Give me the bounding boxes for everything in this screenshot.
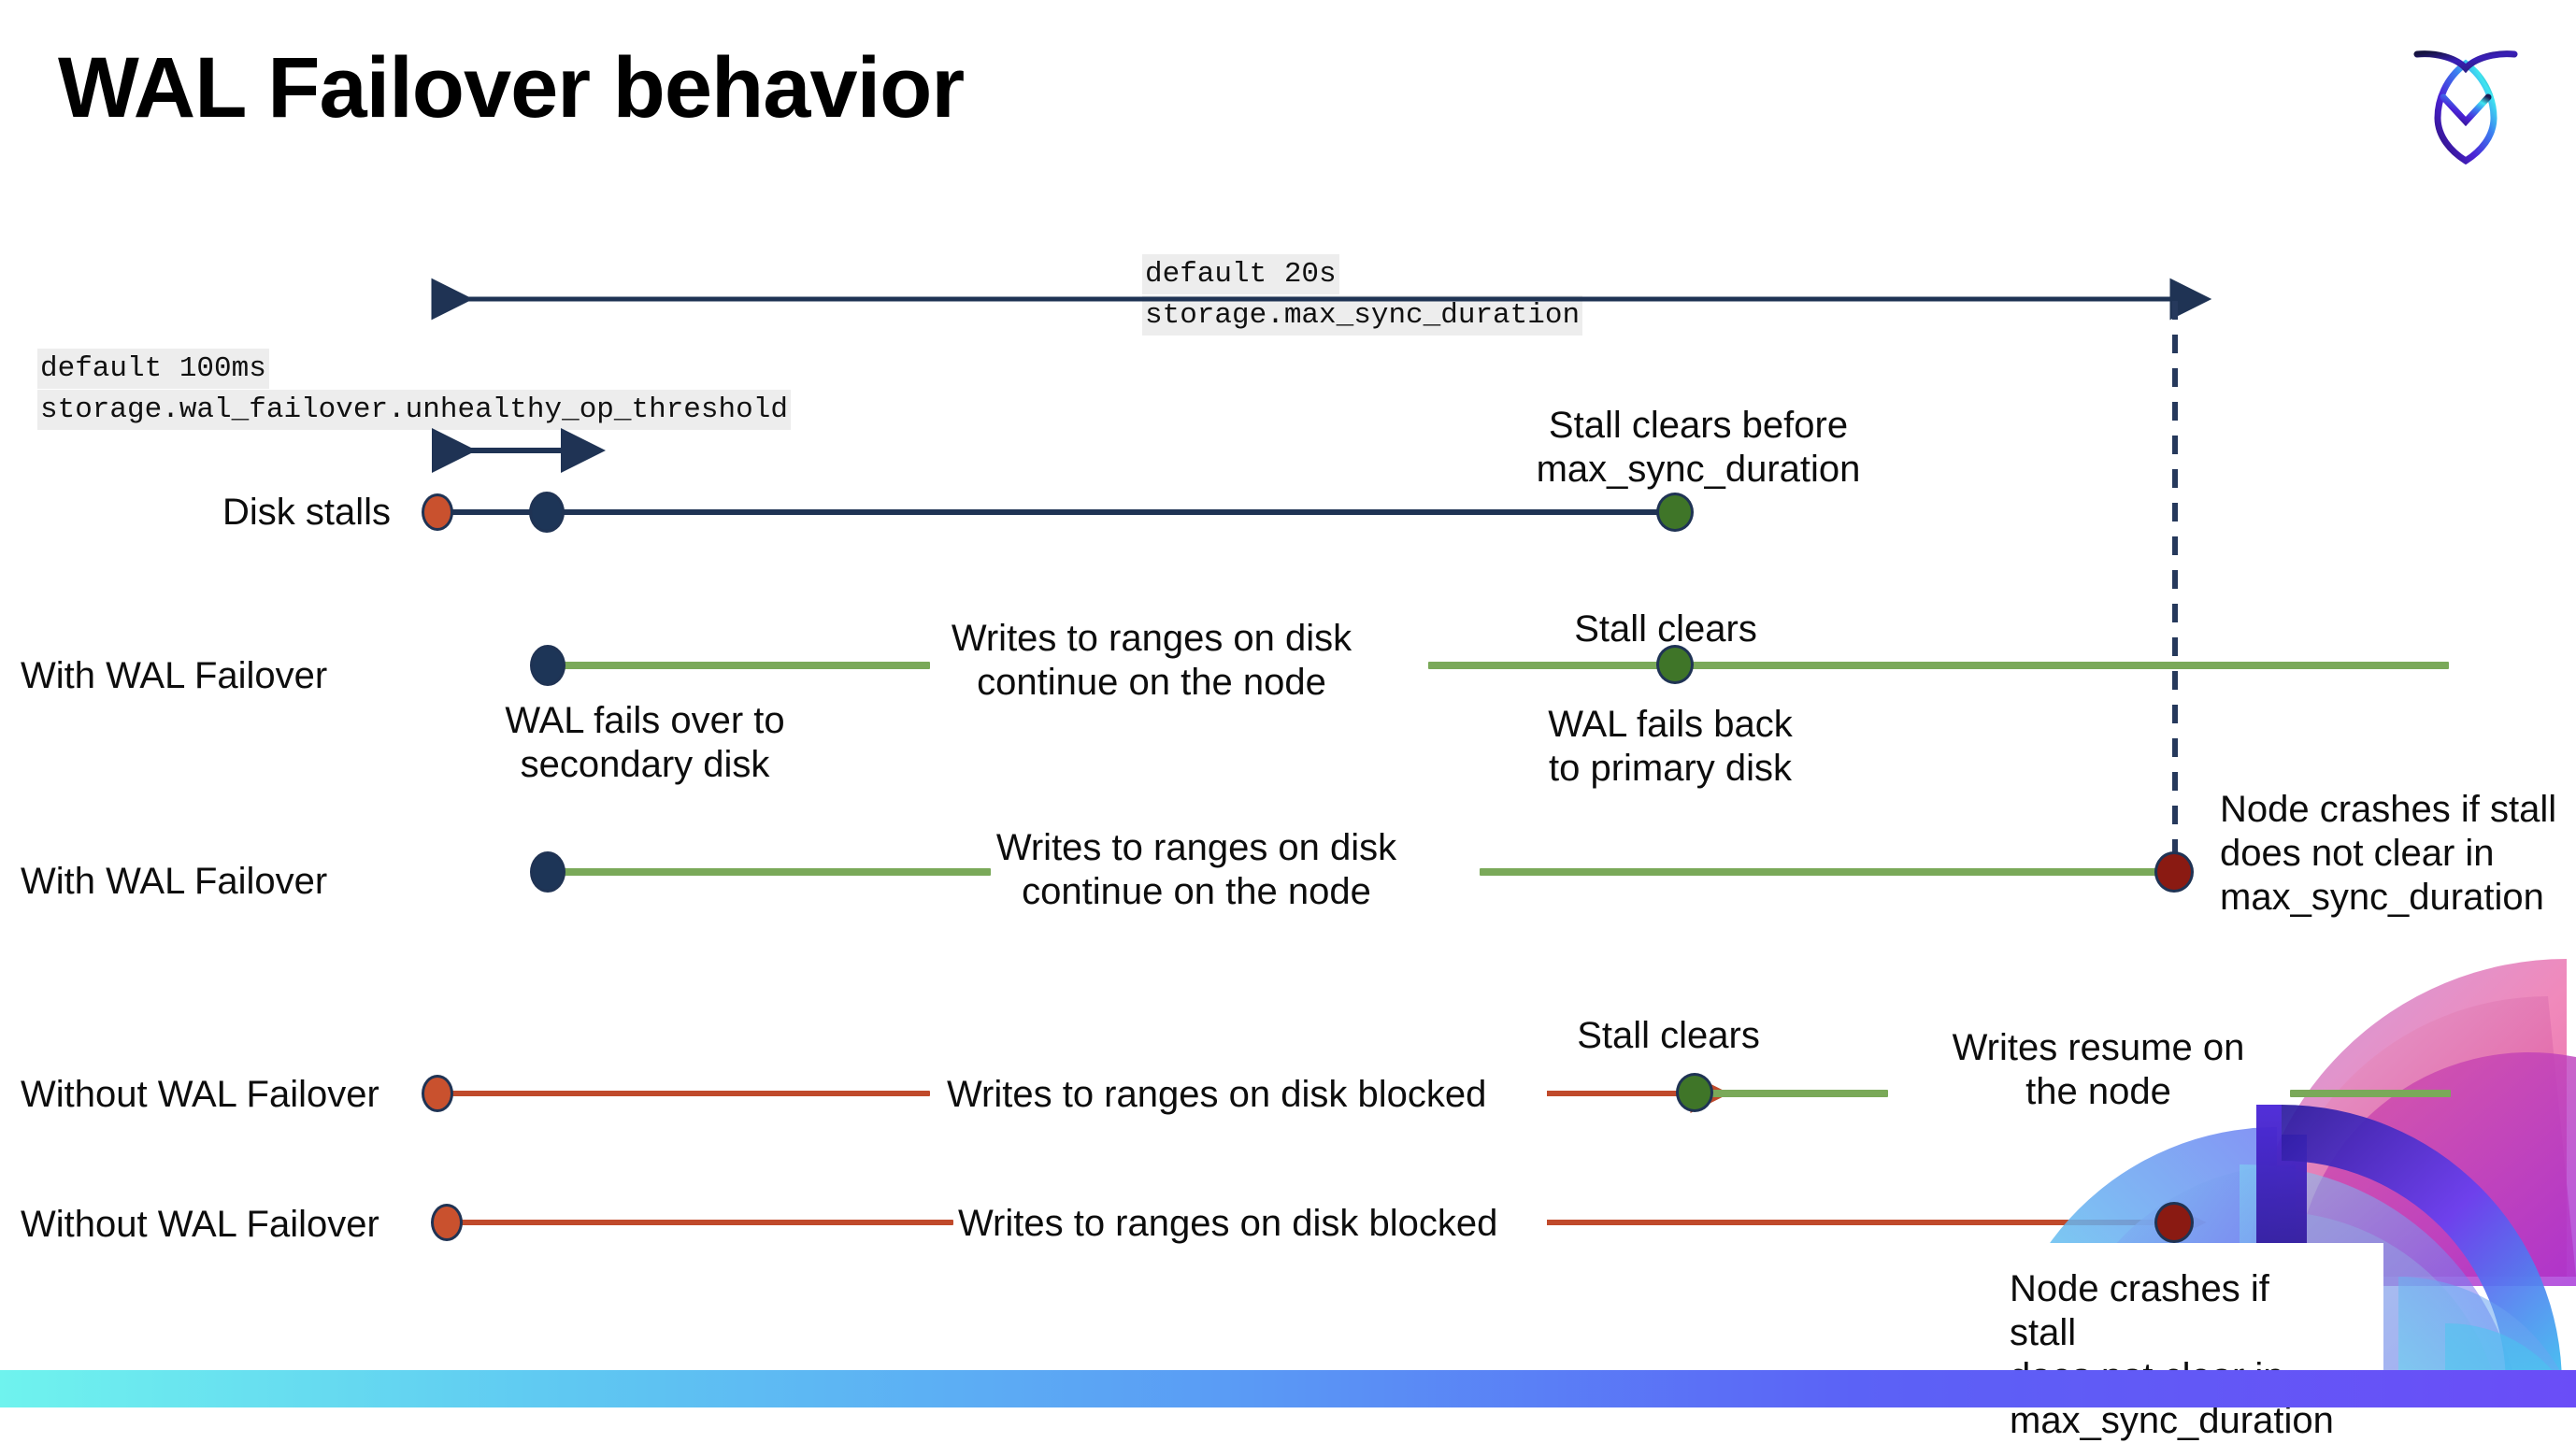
max-sync-duration-default-chip: default 20s — [1142, 254, 1339, 294]
disk-stall-threshold-dot[interactable] — [529, 492, 565, 533]
row-label-with-wal-failover-1: With WAL Failover — [21, 655, 328, 696]
wal-failover-1-failover-dot[interactable] — [530, 645, 565, 686]
wal-failover-2-track-right — [1480, 868, 2173, 876]
row-label-without-wal-failover-2: Without WAL Failover — [21, 1204, 379, 1245]
row-label-disk-stalls: Disk stalls — [222, 492, 392, 533]
wal-failover-2-failover-dot[interactable] — [530, 851, 565, 893]
page-title: WAL Failover behavior — [58, 40, 965, 136]
cockroachdb-logo-icon — [2391, 24, 2540, 174]
disk-stall-start-dot[interactable] — [422, 493, 453, 531]
row-label-with-wal-failover-2: With WAL Failover — [21, 861, 328, 902]
disk-stalls-track — [437, 509, 1677, 515]
note-writes-continue-2: Writes to ranges on disk continue on the… — [995, 827, 1397, 912]
note-stall-clears-1: Stall clears — [1574, 608, 1757, 650]
without-failover-1-track-blocked — [437, 1091, 930, 1096]
without-failover-1-track-resume-right — [2290, 1090, 2451, 1097]
note-wal-fails-back: WAL fails back to primary disk — [1548, 704, 1793, 789]
wal-failover-2-track-left — [547, 868, 991, 876]
unhealthy-op-threshold-default-chip: default 100ms — [37, 349, 269, 389]
note-stall-clears-2: Stall clears — [1577, 1015, 1760, 1056]
disk-stall-clears-dot[interactable] — [1656, 493, 1694, 532]
max-sync-duration-setting-chip: storage.max_sync_duration — [1142, 295, 1583, 336]
note-node-crashes-bottom: Node crashes if stall does not clear in … — [2010, 1268, 2334, 1441]
without-failover-2-track-blocked — [447, 1220, 953, 1225]
note-writes-blocked-2: Writes to ranges on disk blocked — [958, 1203, 1498, 1244]
wal-failover-1-track-left — [547, 662, 930, 669]
row-label-without-wal-failover-1: Without WAL Failover — [21, 1074, 379, 1115]
note-writes-blocked-1: Writes to ranges on disk blocked — [947, 1074, 1487, 1115]
without-failover-1-stall-start-dot[interactable] — [422, 1075, 453, 1112]
note-writes-continue-1: Writes to ranges on disk continue on the… — [951, 618, 1352, 703]
without-failover-2-node-crash-dot[interactable] — [2154, 1202, 2194, 1243]
without-failover-1-stall-clears-dot[interactable] — [1676, 1073, 1713, 1112]
without-failover-1-track-resume — [1694, 1090, 1888, 1097]
wal-failover-1-track-right — [1428, 662, 2449, 669]
wal-failover-2-node-crash-dot[interactable] — [2154, 851, 2194, 893]
note-node-crashes-top: Node crashes if stall does not clear in … — [2220, 789, 2557, 918]
bottom-gradient-bar — [0, 1370, 2576, 1407]
without-failover-2-stall-start-dot[interactable] — [431, 1204, 463, 1241]
wal-failover-1-stall-clears-dot[interactable] — [1656, 645, 1694, 684]
unhealthy-op-threshold-setting-chip: storage.wal_failover.unhealthy_op_thresh… — [37, 390, 791, 430]
note-writes-resume: Writes resume on the node — [1952, 1027, 2245, 1112]
note-wal-fails-over: WAL fails over to secondary disk — [505, 700, 785, 785]
note-stall-clears-before-max: Stall clears before max_sync_duration — [1536, 405, 1861, 490]
